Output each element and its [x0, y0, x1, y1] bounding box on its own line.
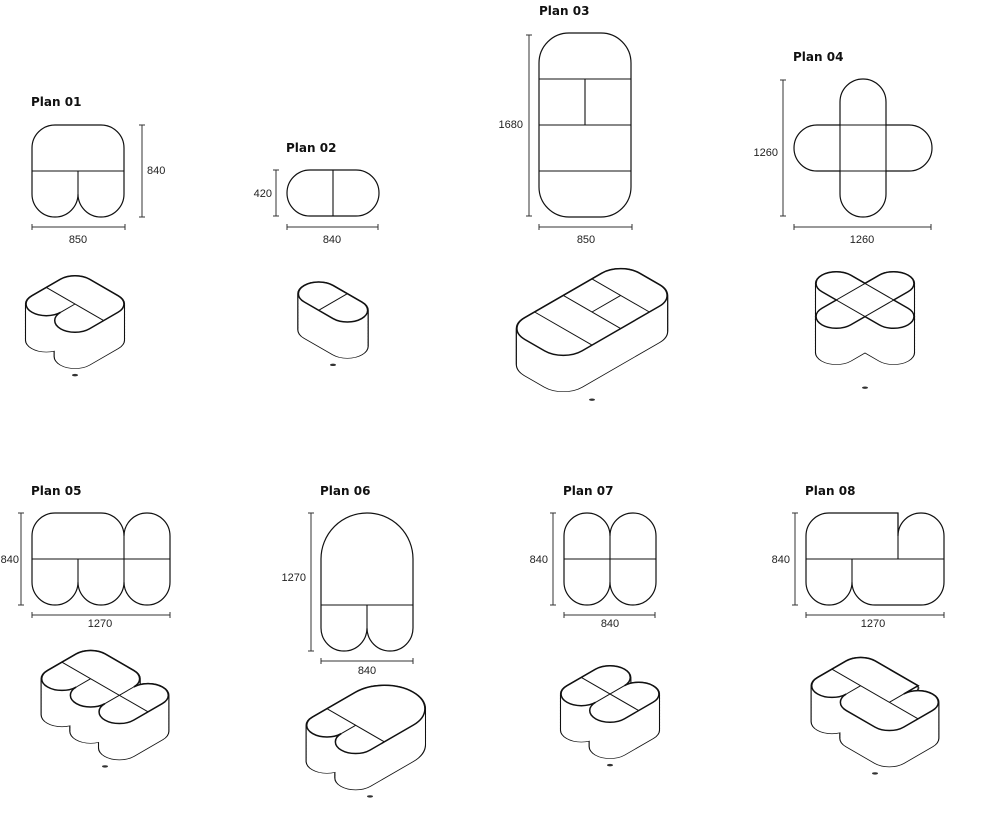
- plan-06-module-seams: [321, 604, 413, 628]
- plan-02-foot-icon: [330, 363, 336, 367]
- plan-02-title: Plan 02: [286, 141, 336, 155]
- plan-08-title: Plan 08: [805, 484, 855, 498]
- plan-07-height-label: 840: [530, 554, 548, 566]
- plan-06-height-dimension: [308, 512, 314, 652]
- labels: Plan 01 840 850 Plan 02 420 840 Plan 03 …: [1, 4, 886, 677]
- plan-01-module-seams: [32, 170, 124, 194]
- plan-05-width-label: 1270: [88, 618, 112, 630]
- plan-03-width-dimension: [538, 224, 633, 230]
- plan-04-iso-seams: [836, 283, 893, 316]
- plan-08-top-view: [805, 512, 945, 606]
- plan-04-iso-body: [816, 271, 914, 365]
- plan-06-height-label: 1270: [282, 572, 306, 584]
- plan-03-foot-icon: [589, 398, 595, 401]
- plan-03-top-view: [538, 32, 632, 218]
- plan-05-width-dimension: [31, 612, 171, 618]
- plan-03-height-label: 1680: [499, 119, 523, 131]
- plan-07-isometric-view: [559, 665, 661, 767]
- plan-04-title: Plan 04: [793, 50, 843, 64]
- plan-02-drawing: [273, 169, 380, 367]
- plan-01-width-dimension: [31, 224, 126, 230]
- plan-05-iso-seams: [48, 654, 163, 720]
- plan-04-isometric-view: [779, 250, 951, 389]
- plan-03-height-dimension: [526, 34, 532, 217]
- plan-08-foot-icon: [872, 772, 878, 775]
- plan-01-iso-seams: [32, 287, 104, 328]
- plan-05-height-label: 840: [1, 554, 19, 566]
- plan-04-outline: [793, 78, 933, 218]
- plan-06-outline: [320, 512, 414, 652]
- plan-01-height-dimension: [139, 124, 145, 218]
- plan-08-width-label: 1270: [861, 618, 885, 630]
- plan-01-drawing: [24, 124, 145, 377]
- plan-07-width-label: 840: [601, 618, 619, 630]
- plan-07-module-seams: [564, 536, 656, 582]
- plan-01-foot-icon: [72, 373, 78, 377]
- plan-04-drawing: [779, 78, 951, 389]
- plan-04-width-label: 1260: [850, 234, 874, 246]
- plan-03-module-seams: [539, 78, 631, 172]
- plan-07-top-view: [563, 512, 657, 606]
- plan-04-height-dimension: [780, 79, 786, 217]
- plan-01-width-label: 850: [69, 234, 87, 246]
- plan-02-iso-seams: [319, 294, 348, 311]
- plan-02-width-dimension: [286, 224, 379, 230]
- plan-03-drawing: [515, 32, 669, 401]
- plan-05-isometric-view: [40, 649, 170, 768]
- plan-06-width-label: 840: [358, 665, 376, 677]
- plan-04-height-label: 1260: [754, 147, 778, 159]
- plan-04-top-view: [793, 78, 933, 218]
- plan-02-height-label: 420: [254, 188, 272, 200]
- plan-04-module-seams: [839, 124, 887, 172]
- plan-08-module-seams: [806, 513, 944, 582]
- plan-05-title: Plan 05: [31, 484, 81, 498]
- plan-06-foot-icon: [367, 795, 373, 798]
- plan-06-drawing: [298, 512, 441, 798]
- plan-05-height-dimension: [18, 512, 24, 606]
- plan-07-width-dimension: [563, 612, 656, 618]
- plan-07-title: Plan 07: [563, 484, 613, 498]
- plan-08-height-dimension: [792, 512, 798, 606]
- plan-01-title: Plan 01: [31, 95, 81, 109]
- plan-07-foot-icon: [607, 763, 613, 767]
- plan-07-iso-seams: [567, 669, 653, 719]
- plan-01-top-view: [31, 124, 125, 218]
- plan-08-isometric-view: [810, 653, 947, 775]
- plan-08-height-label: 840: [772, 554, 790, 566]
- plan-04-foot-icon: [862, 386, 868, 389]
- plan-03-title: Plan 03: [539, 4, 589, 18]
- plan-05-drawing: [18, 512, 171, 768]
- plan-02-height-dimension: [273, 169, 279, 217]
- plan-07-drawing: [550, 512, 661, 767]
- plan-06-iso-seams: [313, 709, 385, 750]
- plan-06-iso-top-face: [298, 676, 441, 759]
- plan-06-isometric-view: [298, 676, 441, 798]
- plan-03-isometric-view: [515, 268, 669, 401]
- plan-02-isometric-view: [297, 281, 369, 367]
- plan-drawings: [18, 32, 951, 798]
- plan-04-iso-top-face: [779, 250, 951, 349]
- plan-08-iso-seams: [818, 653, 947, 728]
- plan-06-top-view: [320, 512, 414, 652]
- plan-02-width-label: 840: [323, 234, 341, 246]
- plan-05-top-view: [31, 512, 171, 606]
- plan-04-width-dimension: [793, 224, 932, 230]
- plan-03-width-label: 850: [577, 234, 595, 246]
- plan-08-width-dimension: [805, 612, 945, 618]
- plan-01-isometric-view: [24, 275, 126, 377]
- plan-05-module-seams: [32, 536, 170, 582]
- plan-06-width-dimension: [320, 658, 414, 664]
- plan-02-top-view: [286, 169, 380, 217]
- plan-03-iso-seams: [535, 279, 650, 345]
- plan-07-height-dimension: [550, 512, 556, 606]
- plan-05-foot-icon: [102, 765, 108, 768]
- plan-06-title: Plan 06: [320, 484, 370, 498]
- plan-01-height-label: 840: [147, 165, 165, 177]
- plan-08-drawing: [792, 512, 947, 775]
